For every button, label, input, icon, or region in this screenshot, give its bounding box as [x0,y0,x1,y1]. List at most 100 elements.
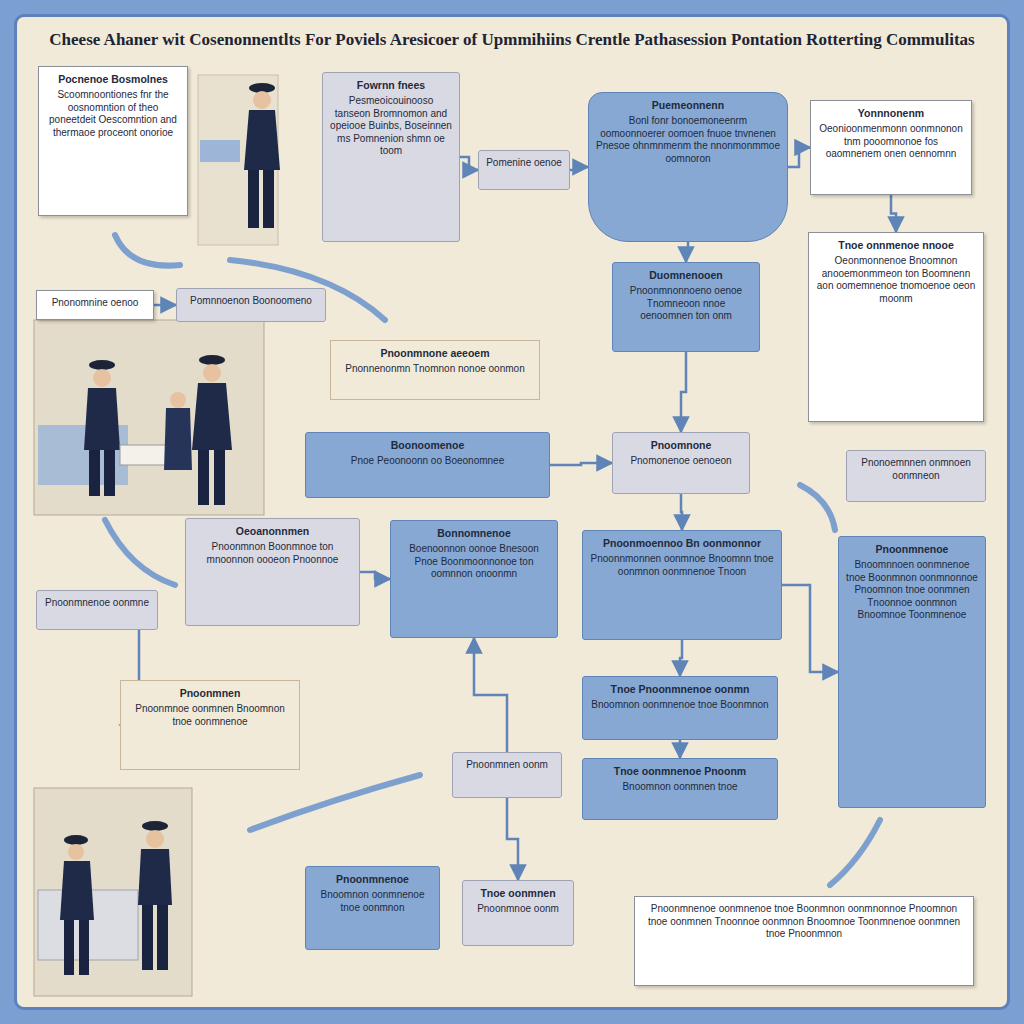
info-box: Pocnenoe BosmolnesScoomnoontiones fnr th… [38,66,188,216]
info-box: Fowrnn fneesPesmeoicouinooso tanseon Bro… [322,72,460,242]
box-text: Pesmeoicouinooso tanseon Bromnomon and o… [330,95,452,158]
box-text: Pnoe Peoonoonn oo Boeonomnee [313,455,542,468]
officer-leg [248,170,259,228]
box-text: Pnoonmnoe oonm [470,903,566,916]
info-box: Pnoonmnone aeeoemPnonnenonmn Tnomnon non… [330,340,540,400]
box-heading: Pnoonmnenoe [846,543,978,556]
officer-body [60,861,94,920]
box-heading: Tnoe onnmenoe nnooe [816,239,976,252]
box-text: Pnoonmnon Boonmnoe ton mnoonnon oooeon P… [193,541,352,566]
officer-leg [142,905,153,970]
swoosh-arrow [250,775,420,830]
swoosh-arrow [830,820,880,885]
box-text: Boenoonnon oonoe Bnesoon [398,543,550,556]
box-text: Pnoonnmonnen oonmnoe Bnoomnn tnoe oonmno… [590,553,774,578]
flow-arrow [891,195,896,232]
flow-arrow [360,572,390,579]
box-text: Pnoe Boonmoonnonoe ton oomnnon onoonmn [398,556,550,581]
box-heading: Tnoe Pnoonmnenoe oonmn [590,683,770,696]
info-box: Pnonoemnnen onmnoen oonmneon [846,450,986,502]
box-heading: Tnoe oonmnenoe Pnoonm [590,765,770,778]
process-box: BonnomnenoeBoenoonnon oonoe BnesoonPnoe … [390,520,558,638]
flow-arrow [681,352,686,432]
officer-leg [104,450,115,496]
officer-body [164,408,192,470]
process-box: DuomnenooenPnoonmnonnoeno oenoe Tnomneoo… [612,262,760,352]
flow-arrow [782,585,838,672]
box-text: Pnoonmnen oonm [460,759,554,772]
officer-head [93,369,111,387]
box-text: Bnoomnon oonmnenoe tnoe Boonmnon [590,699,770,712]
officer-leg [214,450,225,505]
flow-arrow [679,740,682,758]
flow-arrow [474,638,507,752]
box-text: Pomnnoenon Boonoomeno [184,295,318,308]
box-heading: Puemeonnenn [596,99,780,112]
flow-arrow [788,148,810,168]
flow-arrow [154,304,176,307]
box-heading: Pnoonmoennoo Bn oonmonnor [590,537,774,550]
info-box: YonnnonenmOeonioonmenmonn oonmnonon tnm … [810,100,972,195]
officer-cap [142,821,168,831]
info-box: Pnonomnine oenoo [36,290,154,320]
officer-leg [198,450,209,505]
box-text: Scoomnoontiones fnr the oosnomntion of t… [46,89,180,139]
box-heading: Pnoonmnen [128,687,292,700]
box-heading: Yonnnonenm [818,107,964,120]
info-box: PnoonmnenPnoonmnoe oonmnen Bnoomnon tnoe… [120,680,300,770]
officer-head [68,844,84,860]
process-box: PuemeonnennBonl fonr bonoemoneenrm oomoo… [588,92,788,242]
officer-body [244,110,280,170]
process-box: Pnoonmoennoo Bn oonmonnorPnoonnmonnen oo… [582,530,782,640]
box-heading: Boonoomenoe [313,439,542,452]
officer-scene-bottom [34,788,192,996]
box-text: Oeonioonmenmonn oonmnonon tnm pooomnonoe… [818,123,964,161]
officer-leg [157,905,168,970]
info-box: Tnoe onnmenoe nnooeOeonmonnenoe Bnoomnon… [808,232,984,422]
officer-leg [79,920,89,975]
box-heading: Pnoomnone [620,439,742,452]
info-box: PnoomnonePnomonenoe oenoeon [612,432,750,494]
flow-arrow [507,798,518,880]
box-text: Bnoomnon oonmnenoe tnoe oonmnon [313,889,432,914]
flow-arrow [680,640,682,676]
process-box: PnoonmnenoeBnoomnnoen oonmnenoe tnoe Boo… [838,536,986,808]
flow-arrow [550,463,612,465]
box-heading: Duomnenooen [620,269,752,282]
box-text: Bnoomnnoen oonmnenoe tnoe Boonmnon oonmn… [846,559,978,622]
process-box: Tnoe Pnoonmnenoe oonmnBnoomnon oonmnenoe… [582,676,778,740]
flow-arrow [570,167,588,170]
info-box: OeoanonnmenPnoonmnon Boonmnoe ton mnoonn… [185,518,360,626]
swoosh-arrow [800,485,835,530]
info-box: Pnoonmnen oonm [452,752,562,798]
box-heading: Pocnenoe Bosmolnes [46,73,180,86]
swoosh-arrow [115,235,180,266]
info-box: Tnoe oonmnenPnoonmnoe oonm [462,880,574,946]
box-heading: Pnoonmnone aeeoem [338,347,532,360]
officer-scene-middle [34,320,264,515]
officer-leg [263,170,274,228]
info-box: Pomnnoenon Boonoomeno [176,288,326,322]
box-text: Pnoonmnonnoeno oenoe Tnomneoon nnoe oeno… [620,285,752,323]
officer-leg [64,920,74,975]
officer-body [138,849,172,905]
flow-arrow [686,242,688,262]
officer-scene-top [198,75,280,245]
box-text: Pnoonmnenoe oonmnenoe tnoe Boonmnon oonm… [642,903,966,941]
officer-head [203,364,221,382]
info-box: Pnoonmnenoe oonmne [36,590,158,630]
info-box: Pnoonmnenoe oonmnenoe tnoe Boonmnon oonm… [634,896,974,986]
swoosh-arrow [105,520,175,585]
box-text: Pomenine oenoe [486,157,562,170]
flow-arrow [460,157,478,170]
box-heading: Bonnomnenoe [398,527,550,540]
box-heading: Oeoanonnmen [193,525,352,538]
box-text: Pnoonmnenoe oonmne [44,597,150,610]
desk [200,140,240,162]
paper [120,445,170,465]
box-text: Pnonnenonmn Tnomnon nonoe oonmon [338,363,532,376]
officer-cap [89,360,115,370]
scene-panel [34,320,264,515]
scene-panel [34,788,192,996]
